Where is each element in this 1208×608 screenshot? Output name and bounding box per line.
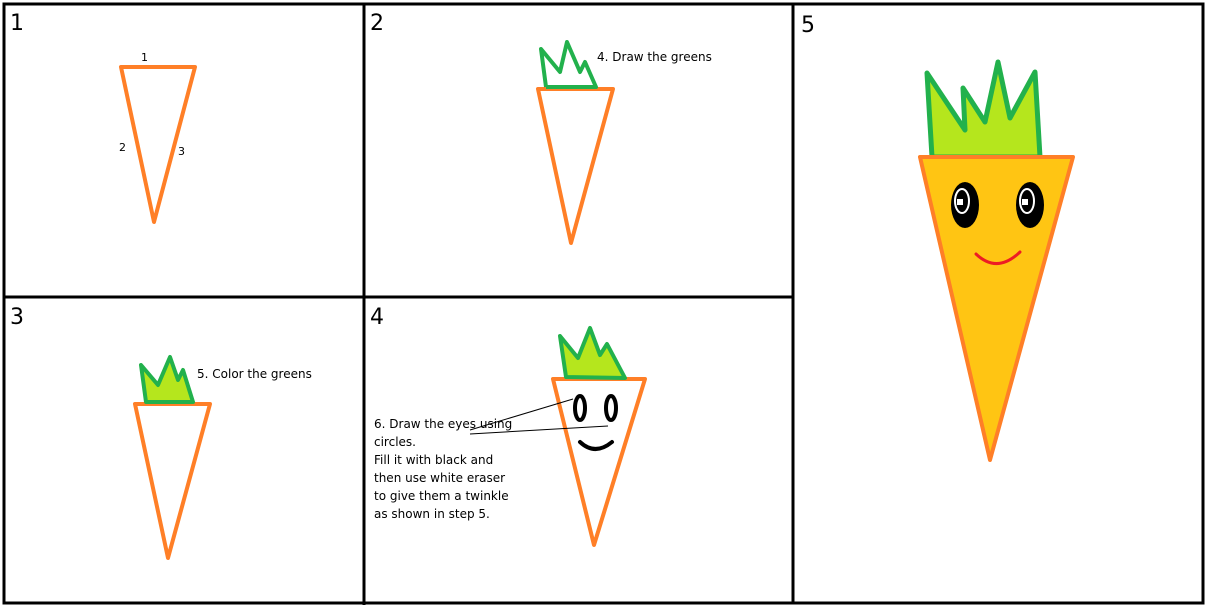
side-label-3: 3 [178,145,185,158]
right-eye-highlight [1019,188,1035,214]
greens-colored [139,355,195,404]
panel-number: 2 [370,11,384,36]
note-line: then use white eraser [374,471,505,485]
note-line: Fill it with black and [374,453,493,467]
greens-colored [558,326,627,380]
note-line: 6. Draw the eyes using [374,417,512,431]
left-eye-twinkle [957,199,963,205]
left-eye-highlight [954,188,970,214]
panel-5: 5 [801,13,1075,462]
side-label-1: 1 [141,51,148,64]
carrot-outline [536,87,615,245]
panel-number: 1 [10,11,24,36]
panel-3: 3 5. Color the greens [10,305,312,560]
panel-4: 4 6. Draw the eyes using circles. Fill i… [370,305,647,547]
note-line: as shown in step 5. [374,507,490,521]
panel-number: 5 [801,13,815,38]
carrot-outline [551,377,647,547]
carrot-outline [119,65,197,224]
right-eye [604,394,618,422]
right-eye-twinkle [1022,199,1028,205]
step-note: 4. Draw the greens [597,50,712,64]
left-eye [951,182,979,228]
note-line: to give them a twinkle [374,489,509,503]
note-line: circles. [374,435,416,449]
panel-number: 3 [10,305,24,330]
left-eye [573,394,587,422]
pointer-line [469,425,609,435]
greens-colored [924,59,1043,160]
right-eye [1016,182,1044,228]
panel-1: 1 1 2 3 [10,11,197,224]
step-note: 6. Draw the eyes using circles. Fill it … [374,417,512,521]
greens-outline [539,40,598,89]
panel-number: 4 [370,305,384,330]
smile [578,440,614,451]
panel-2: 2 4. Draw the greens [370,11,712,245]
pointer-line [469,398,574,431]
side-label-2: 2 [119,141,126,154]
step-note: 5. Color the greens [197,367,312,381]
carrot-outline [133,402,212,560]
smile [974,250,1022,265]
carrot-body [918,155,1075,462]
